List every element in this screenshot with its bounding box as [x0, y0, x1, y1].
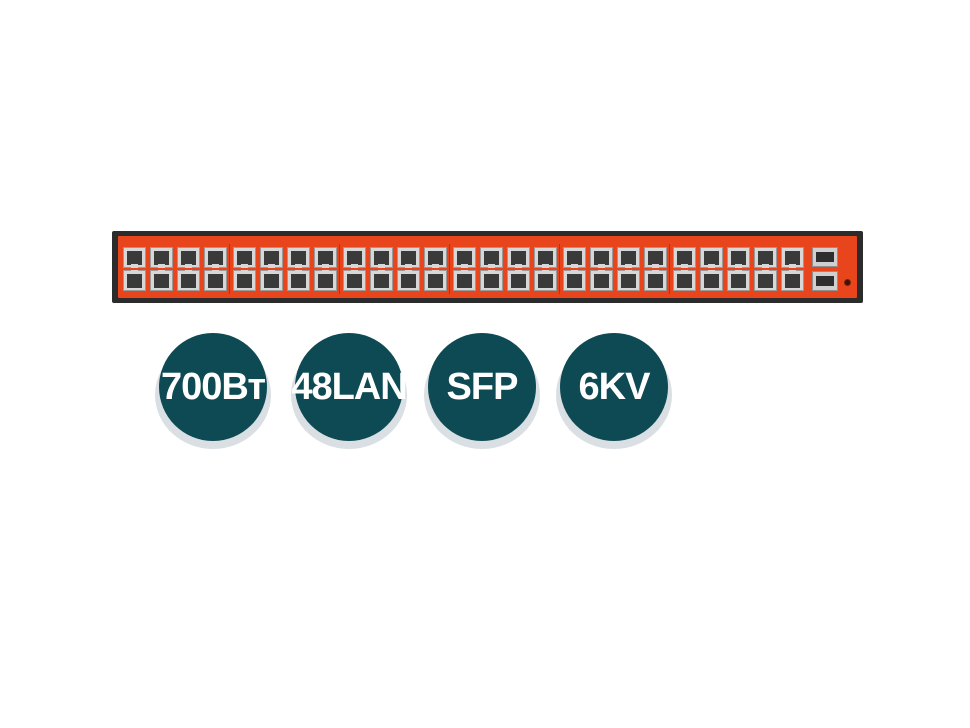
- rj45-port: [369, 270, 393, 291]
- rj45-port: [424, 247, 448, 268]
- rj45-port: [672, 270, 696, 291]
- port-group-divider: [559, 244, 560, 294]
- rj45-port: [204, 270, 228, 291]
- rj45-port: [753, 270, 777, 291]
- rj45-port: [150, 270, 174, 291]
- port-group-divider: [668, 244, 670, 294]
- network-switch-image: [112, 231, 863, 303]
- rj45-port: [699, 247, 723, 268]
- rj45-port: [506, 247, 530, 268]
- rj45-port: [643, 270, 667, 291]
- rj45-port: [534, 247, 557, 268]
- badge-lan: 48LAN: [291, 333, 408, 449]
- uplink-rj45-port: [781, 247, 804, 268]
- rj45-port: [616, 270, 640, 291]
- rj45-port: [397, 247, 420, 268]
- badge-power-label: 700Вт: [161, 365, 266, 408]
- rj45-port: [589, 270, 613, 291]
- rj45-port: [699, 270, 723, 291]
- rj45-port: [534, 270, 557, 291]
- rj45-port: [479, 247, 503, 268]
- switch-front-panel: [118, 236, 857, 298]
- rj45-port: [589, 247, 613, 268]
- rj45-port: [123, 247, 146, 268]
- rj45-port: [479, 270, 503, 291]
- rj45-port: [753, 247, 777, 268]
- rj45-port: [672, 247, 696, 268]
- power-led: [844, 279, 851, 286]
- rj45-port: [397, 270, 420, 291]
- port-group-divider: [339, 244, 341, 294]
- sfp-slot: [812, 271, 838, 291]
- rj45-port: [314, 270, 338, 291]
- rj45-port: [232, 247, 256, 268]
- port-group-divider: [229, 244, 231, 294]
- rj45-port: [177, 270, 201, 291]
- rj45-port: [562, 270, 586, 291]
- rj45-port: [726, 270, 750, 291]
- badge-power: 700Вт: [155, 333, 271, 449]
- rj45-port: [452, 270, 476, 291]
- rj45-port: [204, 247, 228, 268]
- rj45-port: [342, 270, 366, 291]
- rj45-port: [452, 247, 476, 268]
- rj45-port: [177, 247, 201, 268]
- rj45-port: [287, 270, 311, 291]
- rj45-port: [643, 247, 667, 268]
- badge-sfp: SFP: [424, 333, 540, 449]
- rj45-port: [150, 247, 174, 268]
- rj45-port: [260, 270, 283, 291]
- rj45-port: [342, 247, 366, 268]
- badge-surge: 6KV: [556, 333, 672, 449]
- rj45-port: [562, 247, 586, 268]
- rj45-port: [726, 247, 750, 268]
- rj45-port: [232, 270, 256, 291]
- sfp-slot: [812, 247, 838, 267]
- rj45-port: [260, 247, 283, 268]
- rj45-port: [506, 270, 530, 291]
- uplink-rj45-port: [781, 270, 804, 291]
- port-group-divider: [449, 244, 451, 294]
- rj45-port: [314, 247, 338, 268]
- rj45-port: [123, 270, 146, 291]
- rj45-port: [369, 247, 393, 268]
- badge-surge-label: 6KV: [578, 365, 651, 408]
- rj45-port: [616, 247, 640, 268]
- rj45-port: [424, 270, 448, 291]
- badge-sfp-label: SFP: [446, 365, 519, 408]
- rj45-port: [287, 247, 311, 268]
- badge-lan-label: 48LAN: [291, 365, 407, 408]
